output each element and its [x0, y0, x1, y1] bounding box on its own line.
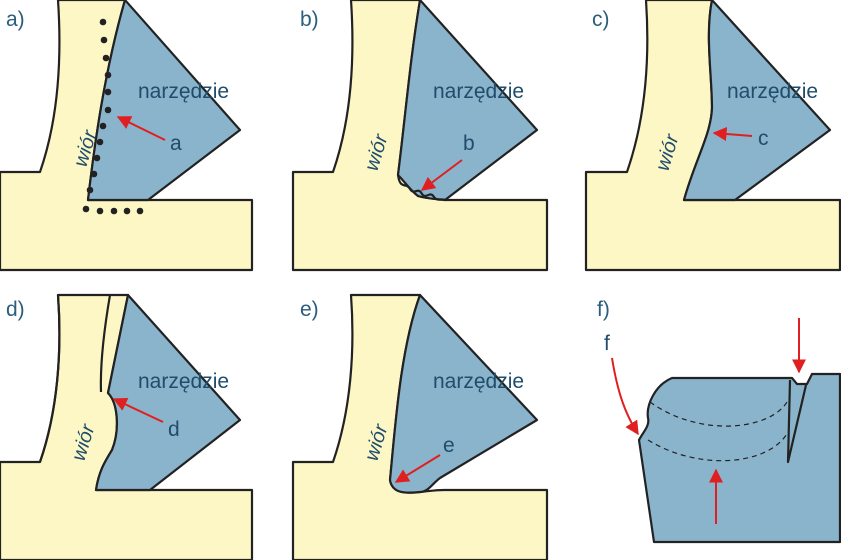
panel-a: a) narzędzie wiór a	[0, 0, 254, 272]
panel-label-f: f)	[597, 298, 610, 321]
crater-line-upper-f	[649, 401, 788, 427]
chip-edge-d	[38, 294, 112, 463]
crater-notch-b	[396, 174, 446, 202]
mark-label-e: e	[443, 434, 455, 457]
arrow-e	[394, 454, 441, 483]
tool-e	[388, 293, 539, 494]
tool-label-e: narzędzie	[433, 370, 524, 393]
panel-label-a: a)	[6, 8, 25, 31]
panel-f: f) f	[597, 298, 841, 544]
panel-e: e) narzędzie wiór e	[291, 293, 549, 560]
arrow-d	[112, 398, 164, 423]
adhesion-dots-a	[82, 18, 144, 215]
panel-label-e: e)	[300, 298, 319, 321]
tool-label-a: narzędzie	[138, 80, 229, 103]
tool-a	[86, 0, 242, 202]
mark-label-b: b	[463, 132, 475, 155]
panel-b: b) narzędzie wiór b	[291, 0, 549, 272]
tool-label-c: narzędzie	[727, 80, 818, 103]
notch-line-f	[786, 379, 808, 464]
arrow-f-curved	[611, 357, 639, 436]
arrow-c	[712, 127, 753, 141]
tool-f	[637, 372, 841, 544]
mark-label-f: f	[604, 332, 610, 355]
mark-label-d: d	[168, 418, 180, 441]
panel-label-b: b)	[300, 8, 319, 31]
panel-label-c: c)	[592, 8, 610, 31]
mark-label-a: a	[170, 132, 182, 155]
tool-label-d: narzędzie	[138, 370, 229, 393]
panel-c: c) narzędzie wiór c	[584, 0, 841, 272]
arrow-b	[420, 159, 463, 191]
crater-line-lower-f	[647, 431, 789, 462]
tool-label-b: narzędzie	[433, 80, 524, 103]
tool-c	[682, 0, 832, 202]
panel-d: d) narzędzie wiór d	[0, 293, 254, 560]
panel-label-d: d)	[6, 298, 25, 321]
mark-label-c: c	[758, 127, 769, 150]
arrow-a	[116, 116, 166, 141]
